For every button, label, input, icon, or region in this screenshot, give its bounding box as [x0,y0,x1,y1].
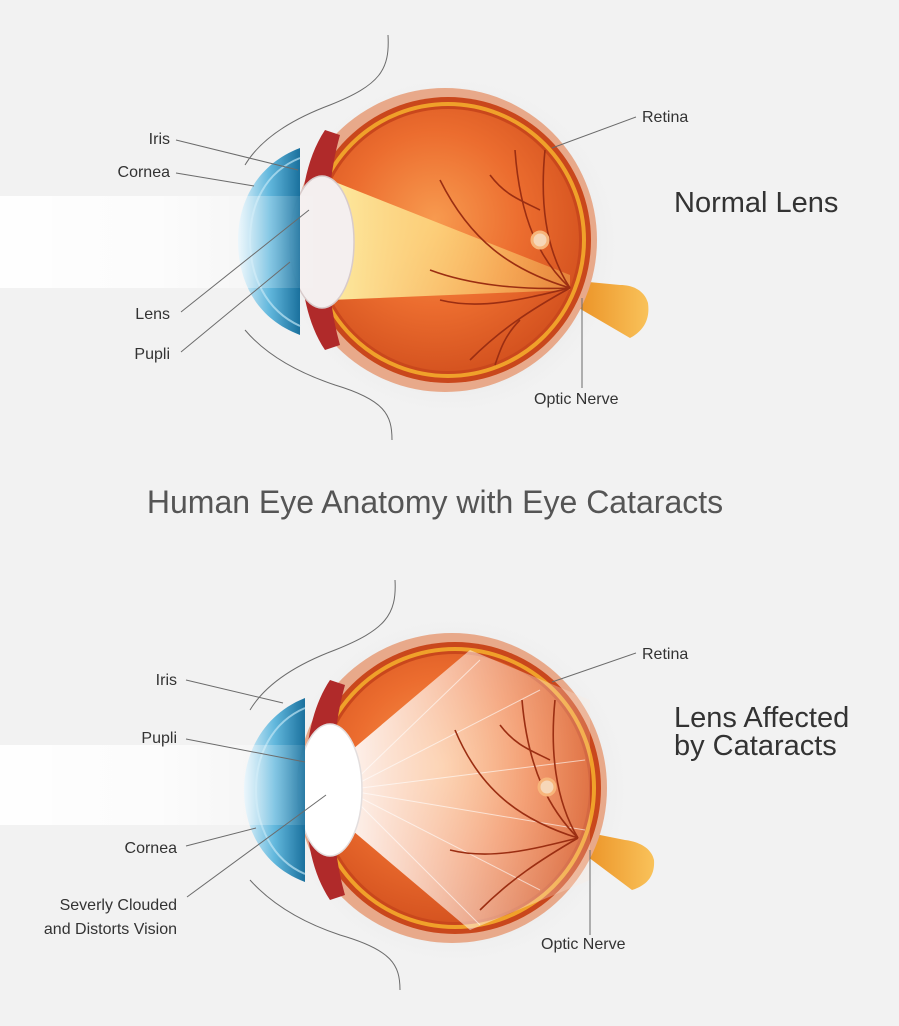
cataract-label-iris: Iris [156,672,177,689]
cataract-label-clouded-line2: and Distorts Vision [44,921,177,938]
normal-macula [530,230,550,250]
cataract-scattered-light [340,650,590,930]
cataract-label-clouded-line1: Severly Clouded [60,897,177,914]
cataract-label-pupil: Pupli [141,730,177,747]
normal-lower-eyelid [244,329,393,441]
normal-label-iris: Iris [149,131,170,148]
normal-label-cornea: Cornea [118,164,171,181]
normal-light-beam [0,196,320,288]
cataract-upper-eyelid [249,579,396,711]
normal-eye [0,34,649,441]
page-title: Human Eye Anatomy with Eye Cataracts [147,484,723,520]
cataract-lower-eyelid [249,879,401,991]
cataract-heading-line1: Lens Affected [674,702,849,734]
normal-label-pupil: Pupli [134,346,170,363]
cataract-light-rays [344,659,586,926]
cataract-label-retina: Retina [642,646,688,663]
cataract-eye [0,579,655,991]
cataract-label-cornea: Cornea [125,840,178,857]
cataract-heading-line2: by Cataracts [674,730,837,762]
normal-label-lens: Lens [135,306,170,323]
normal-label-optic-nerve: Optic Nerve [534,391,619,408]
cataract-macula [537,777,557,797]
normal-label-retina: Retina [642,109,688,126]
normal-upper-eyelid [244,34,389,166]
leader-lines [175,116,637,935]
cataract-light-beam [0,745,320,825]
normal-heading: Normal Lens [674,187,838,219]
cataract-label-optic-nerve: Optic Nerve [541,936,626,953]
normal-light-cone [330,180,570,300]
